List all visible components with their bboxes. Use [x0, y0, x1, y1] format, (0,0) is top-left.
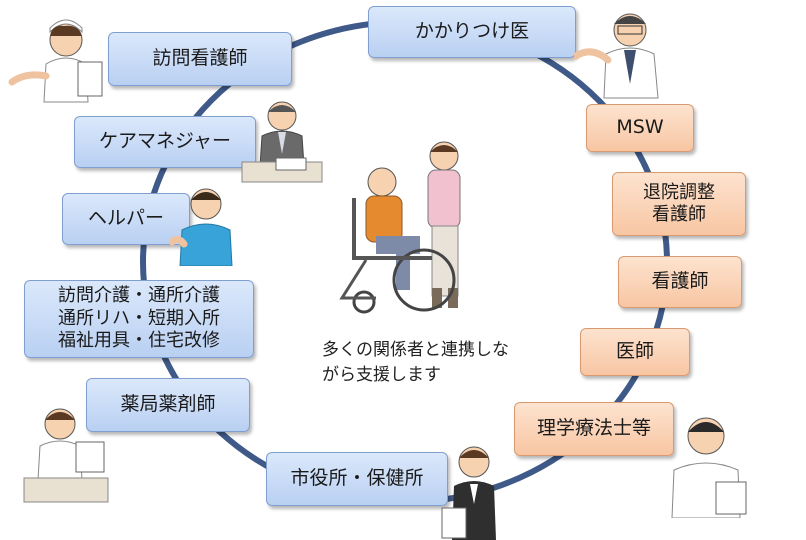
care-manager-label: ケアマネジャー: [98, 130, 232, 153]
family-doctor-label: かかりつけ医: [414, 20, 530, 43]
family-doctor-box: かかりつけ医: [368, 6, 576, 58]
care-manager-box: ケアマネジャー: [74, 116, 256, 168]
services-label: 訪問介護・通所介護 通所リハ・短期入所 福祉用具・住宅改修: [58, 285, 220, 352]
nurse-box: 看護師: [618, 256, 742, 308]
helper-figure: [170, 188, 233, 266]
doctor-box: 医師: [580, 328, 690, 376]
city-office-box: 市役所・保健所: [266, 452, 448, 506]
helper-label: ヘルパー: [87, 207, 164, 230]
therapist-label: 理学療法士等: [536, 417, 651, 440]
nurse-figure: [8, 19, 103, 103]
msw-label: MSW: [616, 116, 664, 139]
therapist-figure: [671, 417, 747, 518]
pharmacist-figure: [23, 408, 109, 503]
wheelchair-patient-figure: [339, 141, 461, 314]
nurse-label: 看護師: [651, 270, 709, 293]
discharge-nurse-box: 退院調整 看護師: [612, 172, 746, 236]
doctor-figure: [574, 13, 659, 99]
services-box: 訪問介護・通所介護 通所リハ・短期入所 福祉用具・住宅改修: [24, 280, 254, 358]
visiting-nurse-box: 訪問看護師: [108, 32, 292, 86]
care-manager-figure: [241, 101, 323, 183]
msw-box: MSW: [586, 104, 694, 152]
doctor-label: 医師: [615, 340, 654, 363]
pharmacist-box: 薬局薬剤師: [86, 378, 250, 432]
helper-box: ヘルパー: [62, 193, 190, 245]
pharmacist-label: 薬局薬剤師: [120, 393, 216, 416]
center-caption: 多くの関係者と連携しな がら支援します: [322, 340, 509, 385]
therapist-box: 理学療法士等: [514, 402, 674, 456]
visiting-nurse-label: 訪問看護師: [152, 47, 248, 70]
city-office-label: 市役所・保健所: [290, 467, 424, 490]
city-officer-figure: [441, 446, 496, 540]
discharge-nurse-label: 退院調整 看護師: [643, 181, 715, 226]
